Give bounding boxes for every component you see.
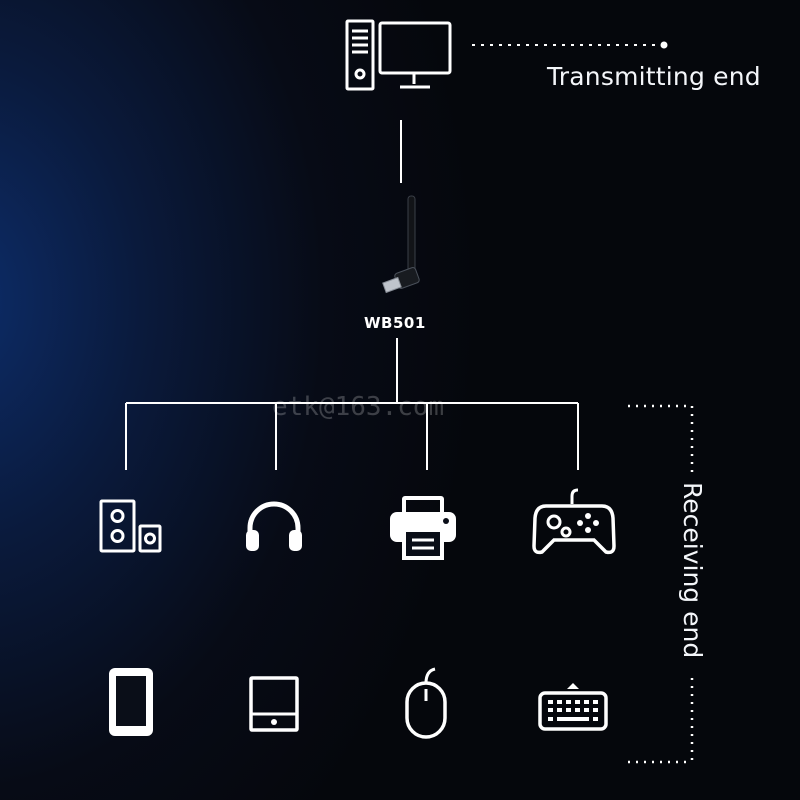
receiving-end-label: Receiving end <box>678 482 707 659</box>
tablet-icon <box>249 676 299 732</box>
keyboard-icon <box>538 683 608 731</box>
speaker-icon <box>99 499 162 553</box>
desktop-computer-icon <box>345 19 452 91</box>
smartphone-icon <box>109 668 153 736</box>
gamepad-icon <box>532 488 616 555</box>
usb-wifi-adapter-icon <box>382 195 420 294</box>
headphones-icon <box>246 501 302 551</box>
device-model-label: WB501 <box>364 314 426 332</box>
printer-icon <box>390 496 456 560</box>
transmitting-end-label: Transmitting end <box>547 62 761 91</box>
mouse-icon <box>405 667 447 739</box>
watermark: etk@163.com <box>272 392 445 422</box>
